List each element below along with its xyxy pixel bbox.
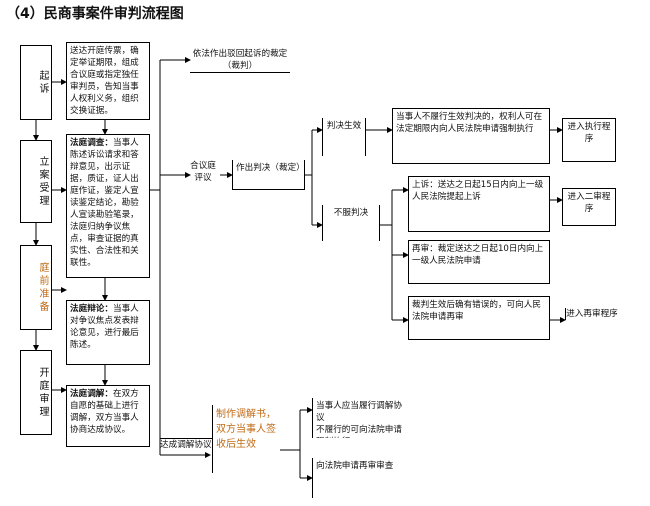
stage-accept: 立案受理 <box>20 140 52 223</box>
outcome-mediation-doc: 制作调解书，双方当事人签收后生效 <box>212 405 280 473</box>
retrial-box-1: 再审：裁定送达之日起10日内向上一级人民法院申请 <box>408 240 550 284</box>
enforcement-result: 进入执行程序 <box>562 118 616 162</box>
retrial-result: 进入再审程序 <box>565 308 618 320</box>
note-mediation: 法庭调解：在双方自愿的基础上进行调解，双方当事人协商达成协议。 <box>66 385 150 447</box>
mediation-perform-text: 当事人应当履行调解协议 <box>316 401 402 423</box>
judgment-not-accepted: 不服判决 <box>322 205 380 241</box>
stage-trial: 开庭审理 <box>20 350 52 435</box>
note-investigation-body: 当事人陈述诉讼请求和答辩意见，出示证据，质证，证人出庭作证，鉴定人宣读鉴定结论，… <box>70 138 139 268</box>
stage-filing: 起诉 <box>20 45 52 120</box>
note-mediation-body: 在双方自愿的基础上进行调解，双方当事人协商达成协议。 <box>70 389 139 435</box>
note-debate: 法庭辩论：当事人对争议焦点发表辩论意见，进行最后陈述。 <box>66 300 150 365</box>
mediation-court-review: 向法院申请再审审查 <box>312 458 410 498</box>
appeal-box: 上诉：送达之日起15日内向上一级人民法院提起上诉 <box>408 176 550 232</box>
stage-prepare: 庭前准备 <box>20 245 52 330</box>
outcome-deliberation: 合议庭评议 <box>190 161 216 183</box>
judgment-effective: 判决生效 <box>322 118 366 156</box>
outcome-ruling: 依法作出驳回起诉的裁定（裁判） <box>190 48 290 73</box>
mediation-perform: 当事人应当履行调解协议 不履行的可向法院申请强制执行 <box>312 398 410 438</box>
note-debate-head: 法庭辩论： <box>70 304 113 314</box>
appeal-result: 进入二审程序 <box>562 188 616 226</box>
page-title: （4）民商事案件审判流程图 <box>6 6 184 22</box>
note-prep: 送达开庭传票，确定举证期限，组成合议庭或指定独任审判员，告知当事人权利义务，组织… <box>66 42 150 120</box>
outcome-mediation-success: 达成调解协议 <box>160 438 214 451</box>
note-debate-body: 当事人对争议焦点发表辩论意见，进行最后陈述。 <box>70 304 139 350</box>
outcome-judgment: 作出判决（裁定） <box>232 160 305 190</box>
note-investigation-head: 法庭调查： <box>70 138 113 148</box>
note-mediation-head: 法庭调解： <box>70 389 113 399</box>
retrial-box-2: 裁判生效后确有错误的，可向人民法院申请再审 <box>408 296 550 340</box>
enforcement-box: 当事人不履行生效判决的，权利人可在法定期限内向人民法院申请强制执行 <box>392 108 550 164</box>
mediation-apply-enforce: 不履行的可向法院申请强制执行 <box>316 425 402 438</box>
note-investigation: 法庭调查：当事人陈述诉讼请求和答辩意见，出示证据，质证，证人出庭作证，鉴定人宣读… <box>66 134 150 278</box>
